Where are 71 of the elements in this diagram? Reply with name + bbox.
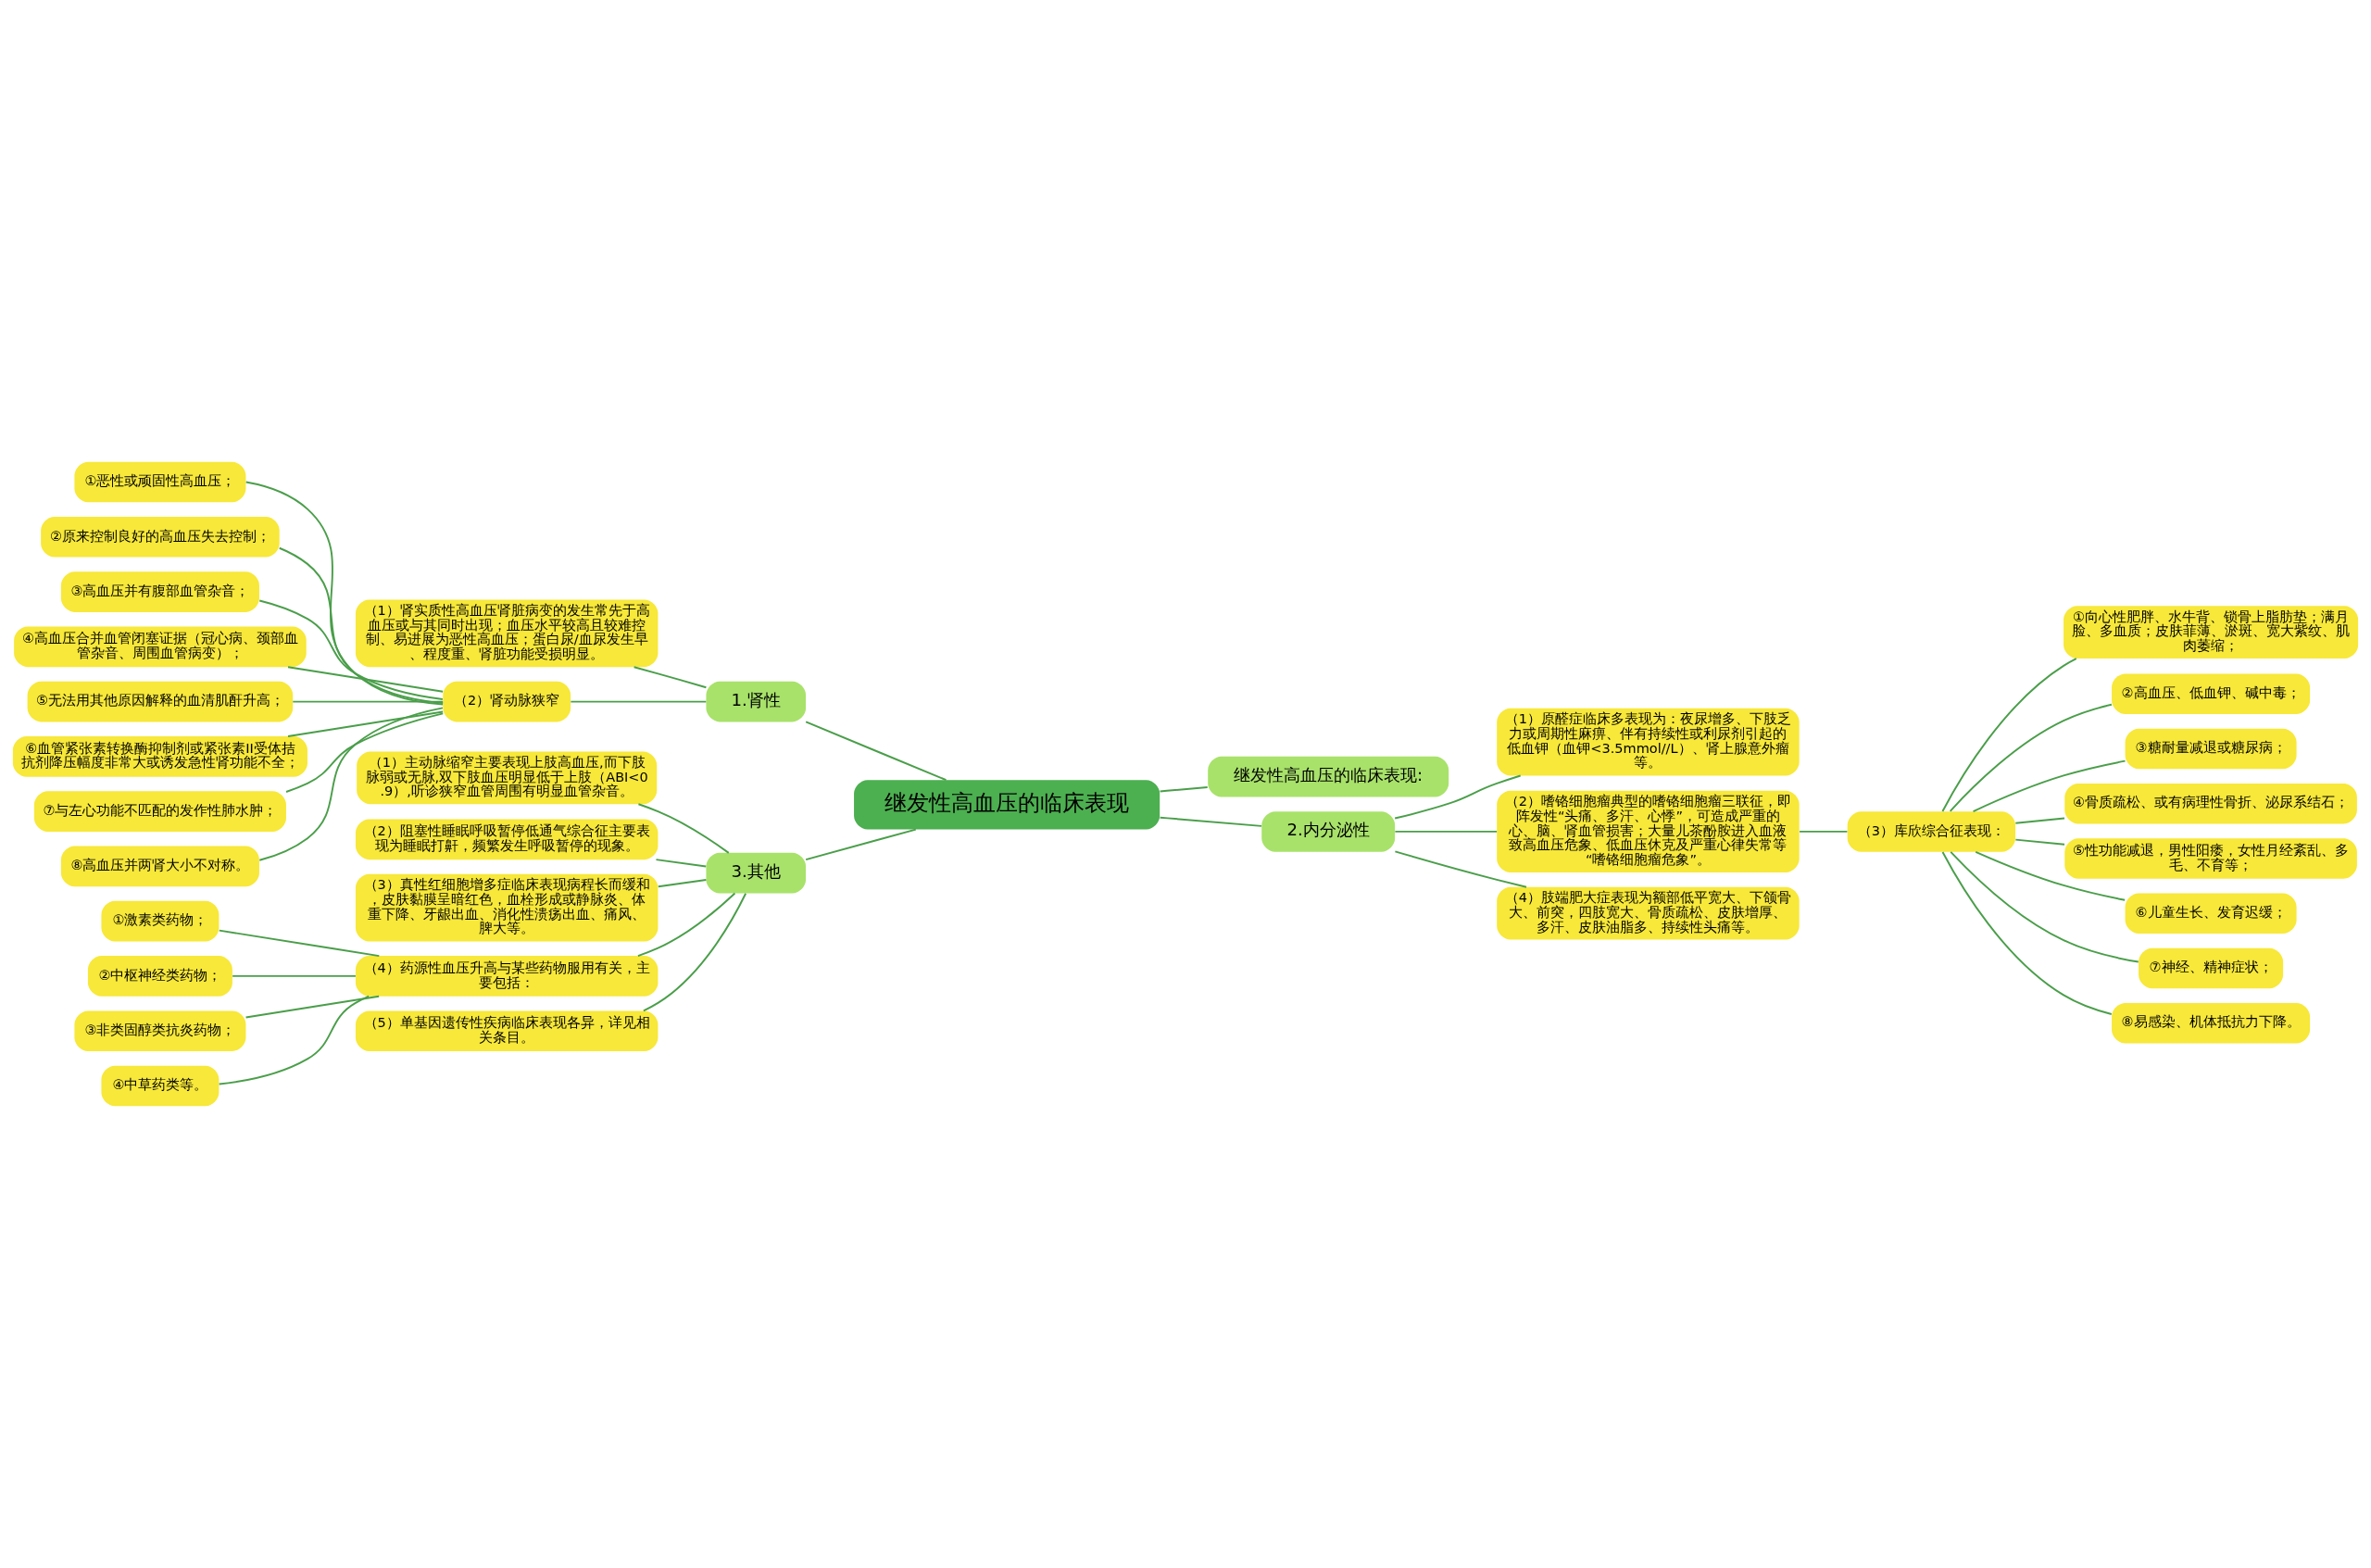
node-box: ⑧易感染、机体抵抗力下降。 bbox=[2112, 1002, 2311, 1044]
node-box: ①向心性肥胖、水牛背、锁骨上脂肪垫；满月脸、多血质；皮肤菲薄、淤斑、宽大紫纹、肌肉萎缩； bbox=[2064, 606, 2359, 659]
node-box: （2）阻塞性睡眠呼吸暂停低通气综合征主要表现为睡眠打鼾，频繁发生呼吸暂停的现象。 bbox=[355, 819, 659, 860]
node-box: （1）肾实质性高血压肾脏病变的发生常先于高血压或与其同时出现；血压水平较高且较难控制、易进展为恶性高血压；蛋白尿/血尿发生早、程度重、肾脏功能受损明显。 bbox=[355, 599, 659, 668]
connector bbox=[258, 707, 444, 861]
node-box: 继发性高血压的临床表现 bbox=[854, 780, 1160, 830]
node-box: ⑥血管紧张素转换酶抑制剂或紧张素II受体拮抗剂降压幅度非常大或诱发急性肾功能不全； bbox=[12, 736, 307, 777]
connector bbox=[1159, 816, 1262, 827]
connector bbox=[1941, 658, 2077, 812]
connector bbox=[287, 710, 445, 738]
connector bbox=[637, 803, 730, 854]
node-box: ⑦神经、精神症状； bbox=[2139, 947, 2284, 989]
connector bbox=[1950, 850, 2139, 963]
node-box: （2）肾动脉狭窄 bbox=[443, 681, 571, 722]
node-box: （1）原醛症临床多表现为：夜尿增多、下肢乏力或周期性麻痹、伴有持续性或利尿剂引起的低血钾（血钾<3.5mmol//L）、肾上腺意外瘤等。 bbox=[1497, 708, 1800, 776]
node-box: ④高血压合并血管闭塞证据（冠心病、颈部血管杂音、周围血管病变）； bbox=[14, 626, 307, 668]
connector bbox=[1972, 759, 2126, 813]
connector bbox=[570, 700, 708, 703]
connector bbox=[1799, 830, 1849, 833]
node-box: ③非类固醇类抗炎药物； bbox=[74, 1010, 246, 1051]
connector bbox=[245, 481, 445, 706]
node-box: ④骨质疏松、或有病理性骨折、泌尿系结石； bbox=[2064, 783, 2357, 824]
connector bbox=[292, 700, 445, 703]
connector bbox=[287, 666, 445, 693]
node-box: 1.肾性 bbox=[706, 681, 807, 722]
connector bbox=[1394, 850, 1527, 888]
connector bbox=[1941, 851, 2113, 1015]
connector bbox=[805, 828, 917, 861]
node-box: （4）药源性血压升高与某些药物服用有关，主要包括： bbox=[355, 956, 659, 997]
node-box: （2）嗜铬细胞瘤典型的嗜铬细胞瘤三联征，即阵发性“头痛、多汗、心悸”，可造成严重的心、脑、肾血管损害；大量儿茶酚胺进入血液致高血压危象、低血压休克及严重心律失常等“嗜铬细胞瘤危象”。 bbox=[1497, 790, 1800, 873]
connector bbox=[218, 995, 370, 1085]
node-box: ⑤无法用其他原因解释的血清肌酐升高； bbox=[27, 681, 294, 722]
connector bbox=[1949, 703, 2113, 812]
connector bbox=[636, 892, 736, 957]
node-box: ①激素类药物； bbox=[101, 900, 220, 942]
connector bbox=[655, 859, 708, 868]
node-box: ⑦与左心功能不匹配的发作性肺水肿； bbox=[33, 791, 286, 832]
connector bbox=[1394, 830, 1499, 833]
connector bbox=[2014, 838, 2065, 846]
connector bbox=[285, 712, 445, 793]
connector bbox=[245, 995, 381, 1019]
connector bbox=[1159, 786, 1209, 793]
connector bbox=[805, 721, 947, 782]
node-box: ③高血压并有腹部血管杂音； bbox=[60, 571, 259, 612]
connector bbox=[657, 879, 708, 888]
connector bbox=[1394, 774, 1522, 820]
node-box: ②中枢神经类药物； bbox=[87, 956, 232, 997]
connector bbox=[278, 546, 445, 704]
node-box: ①恶性或顽固性高血压； bbox=[74, 461, 246, 503]
connector bbox=[633, 666, 708, 689]
connector bbox=[642, 892, 747, 1012]
connector bbox=[258, 599, 444, 700]
node-box: （1）主动脉缩窄主要表现上肢高血压,而下肢脉弱或无脉,双下肢血压明显低于上肢（ABI<0.9）,听诊狭窄血管周围有明显血管杂音。 bbox=[357, 751, 658, 805]
node-box: （3）真性红细胞增多症临床表现病程长而缓和，皮肤黏膜呈暗红色，血栓形成或静脉炎、体重下降、牙龈出血、消化性溃疡出血、痛风、脾大等。 bbox=[355, 873, 659, 942]
node-box: （5）单基因遗传性疾病临床表现各异，详见相关条目。 bbox=[355, 1010, 659, 1051]
node-box: 3.其他 bbox=[706, 852, 807, 894]
node-box: （4）肢端肥大症表现为额部低平宽大、下颌骨大、前突，四肢宽大、骨质疏松、皮肤增厚、多汗、皮肤油脂多、持续性头痛等。 bbox=[1497, 886, 1800, 940]
node-box: ⑤性功能减退，男性阳痿，女性月经紊乱、多毛、不育等； bbox=[2064, 838, 2357, 879]
node-box: ②原来控制良好的高血压失去控制； bbox=[41, 517, 280, 558]
node-box: ⑧高血压并两肾大小不对称。 bbox=[60, 846, 259, 887]
node-box: 2.内分泌性 bbox=[1261, 811, 1396, 852]
connector bbox=[1975, 850, 2126, 901]
connector bbox=[232, 974, 357, 977]
node-box: ⑥儿童生长、发育迟缓； bbox=[2125, 893, 2297, 934]
connector bbox=[218, 929, 381, 958]
connector bbox=[2014, 817, 2065, 824]
node-box: ④中草药类等。 bbox=[101, 1065, 220, 1107]
node-box: ②高血压、低血钾、碱中毒； bbox=[2112, 673, 2311, 714]
node-box: 继发性高血压的临床表现: bbox=[1208, 756, 1449, 797]
node-box: （3）库欣综合征表现： bbox=[1847, 811, 2016, 852]
node-box: ③糖耐量减退或糖尿病； bbox=[2125, 728, 2297, 770]
